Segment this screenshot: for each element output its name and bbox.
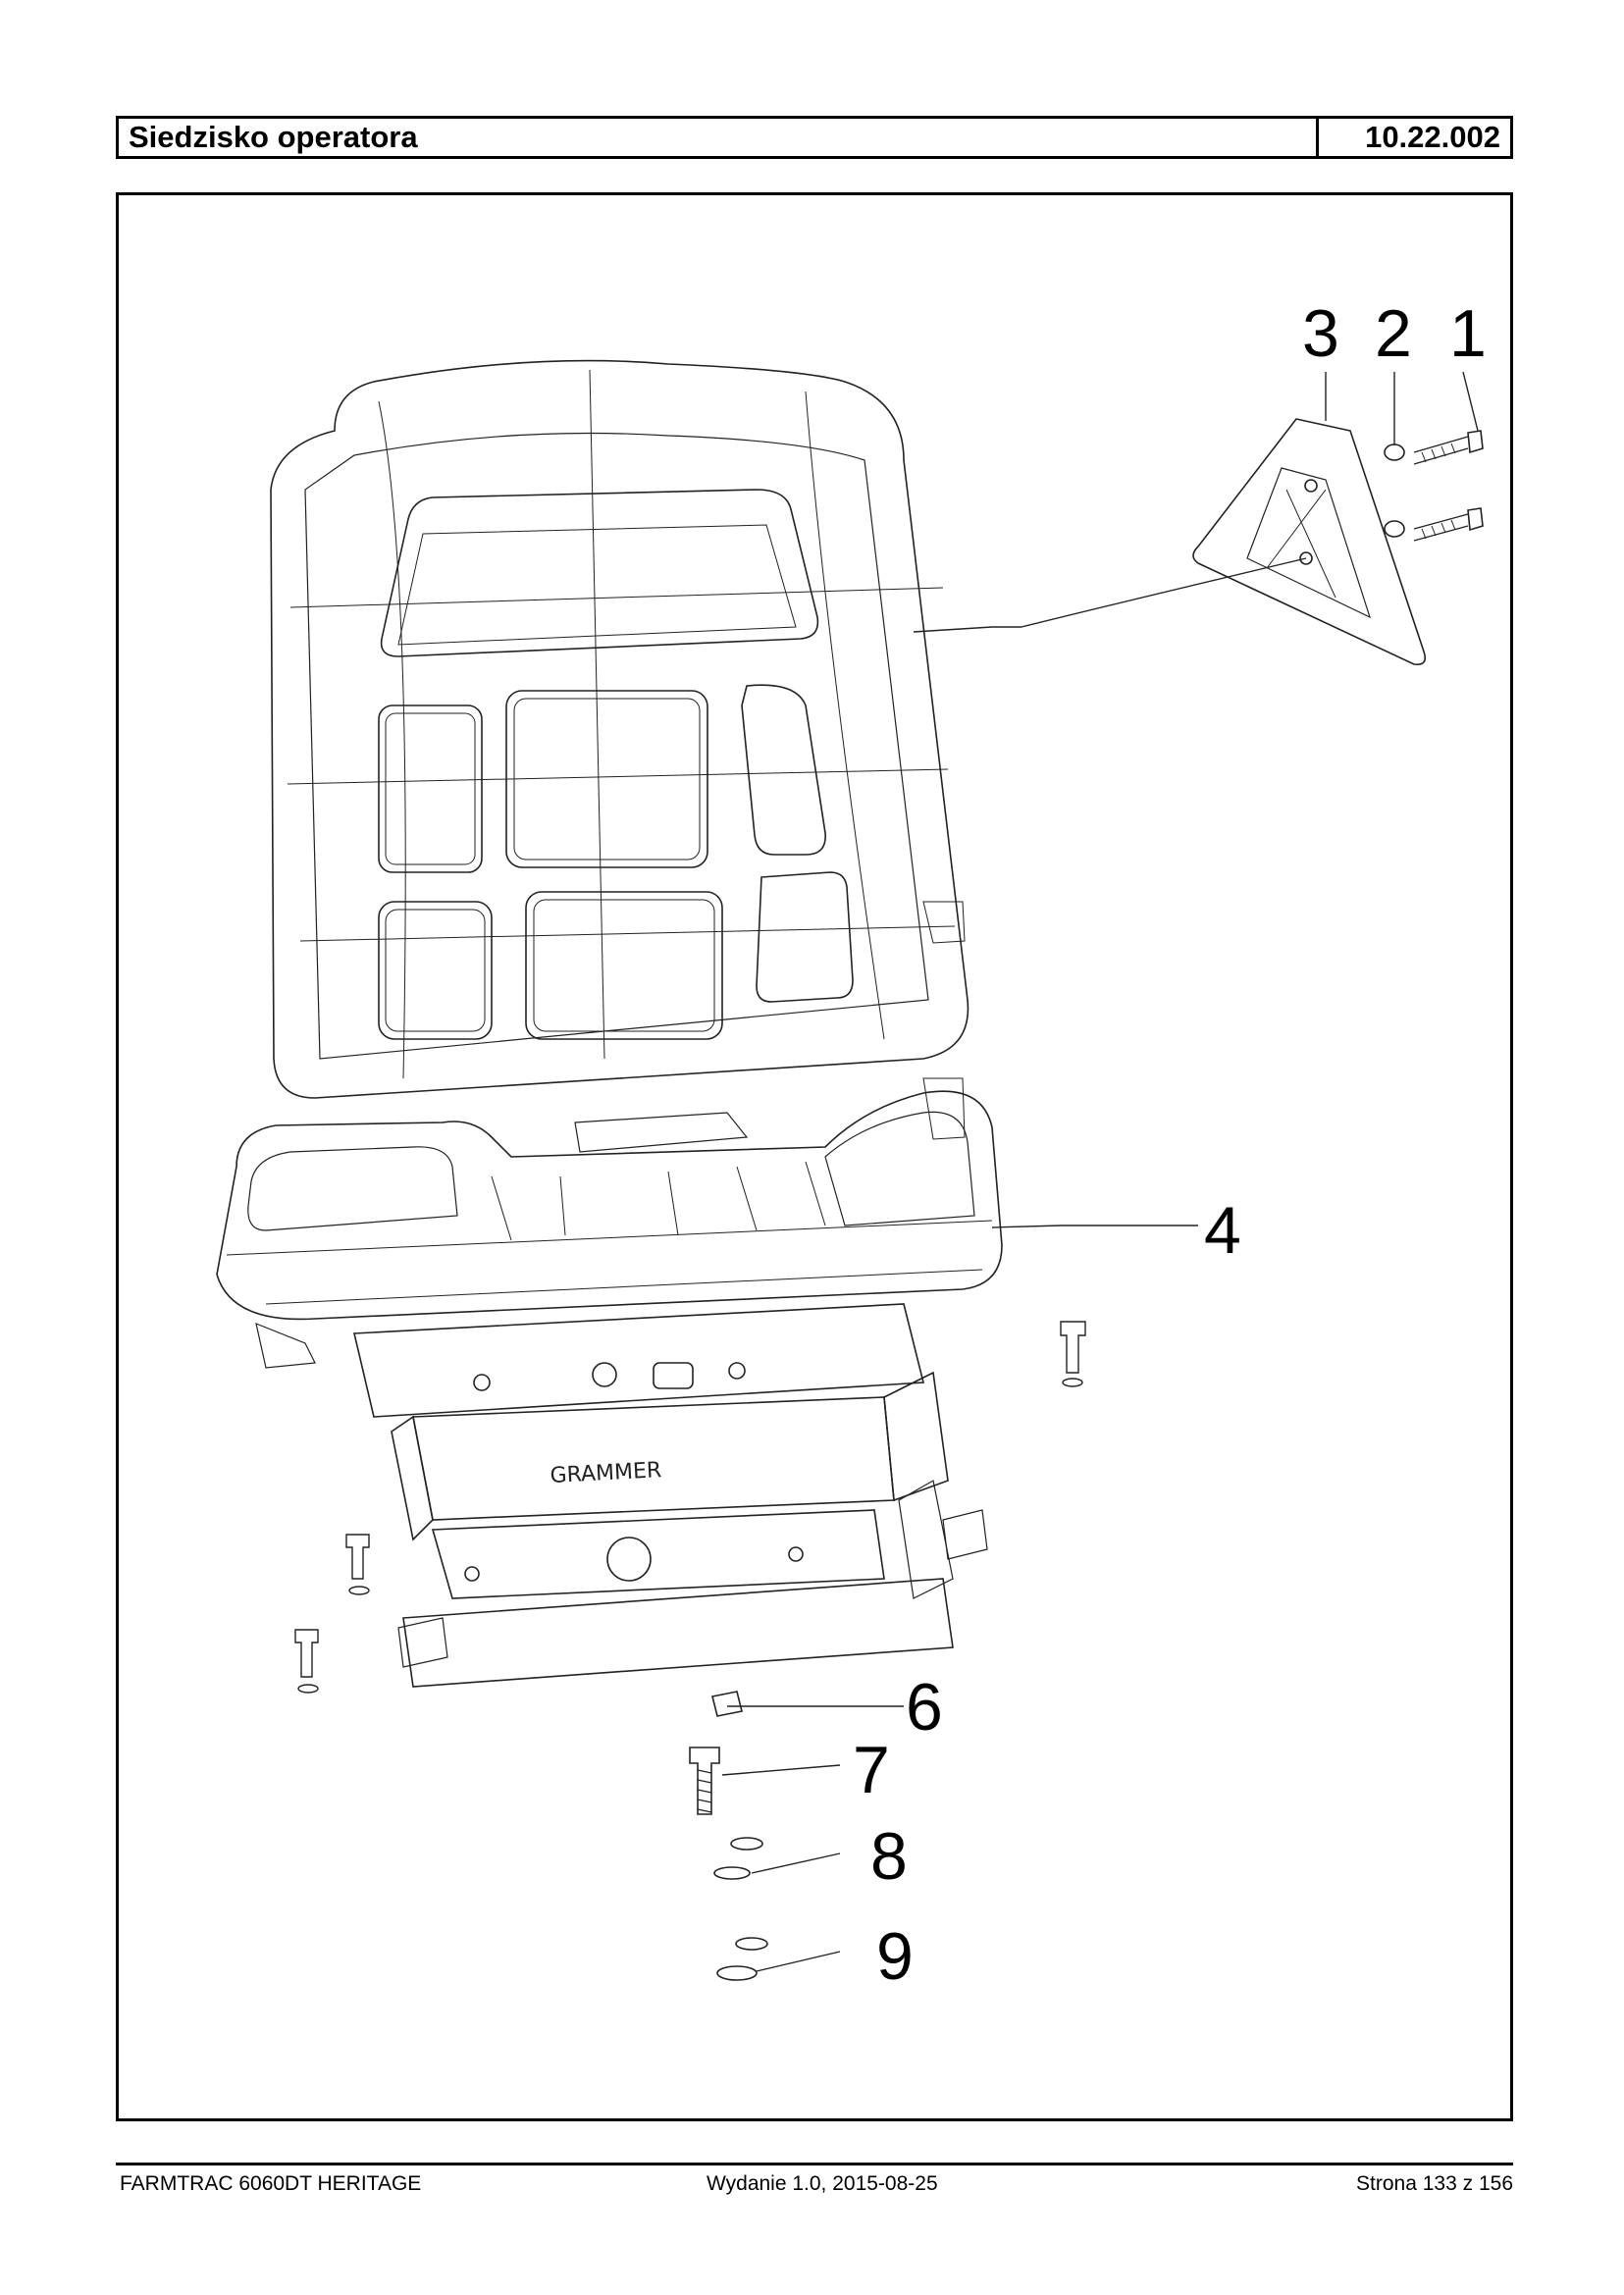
part-6-nut	[711, 1691, 743, 1717]
footer-page-number: Strona 133 z 156	[1356, 2172, 1513, 2195]
loose-bolts	[294, 1321, 1086, 1694]
callout-8: 8	[870, 1819, 908, 1894]
callout-9: 9	[876, 1919, 914, 1994]
callout-4: 4	[1204, 1193, 1241, 1268]
footer-model: FARMTRAC 6060DT HERITAGE	[120, 2172, 422, 2195]
part-7-bolt	[689, 1747, 720, 1815]
part-9-washers	[716, 1937, 768, 1981]
seat-cushion	[216, 1090, 1003, 1369]
section-code: 10.22.002	[1365, 120, 1500, 154]
callout-6: 6	[906, 1670, 943, 1745]
leader-lines	[721, 371, 1479, 1972]
callout-3: 3	[1302, 296, 1339, 371]
callout-numbers: 3 2 1 4 6 7 8 9	[853, 296, 1487, 1994]
page-title: Siedzisko operatora	[119, 119, 1319, 156]
callout-2: 2	[1375, 296, 1412, 371]
page-header: Siedzisko operatora 10.22.002	[116, 116, 1513, 159]
footer-divider	[116, 2163, 1513, 2165]
part-3-bracket	[1192, 418, 1427, 666]
seat-exploded-diagram: GRAMMER	[216, 296, 1487, 1994]
part-2-washers	[1384, 443, 1405, 538]
backrest	[270, 359, 969, 1140]
base-brand-label: GRAMMER	[550, 1458, 662, 1488]
footer-edition: Wydanie 1.0, 2015-08-25	[707, 2172, 938, 2195]
exploded-view-frame: GRAMMER	[116, 192, 1513, 2121]
callout-1: 1	[1449, 296, 1487, 371]
part-8-washers	[713, 1837, 763, 1880]
callout-7: 7	[853, 1733, 890, 1807]
suspension-base	[353, 1303, 988, 1688]
part-1-screws	[1413, 430, 1484, 542]
